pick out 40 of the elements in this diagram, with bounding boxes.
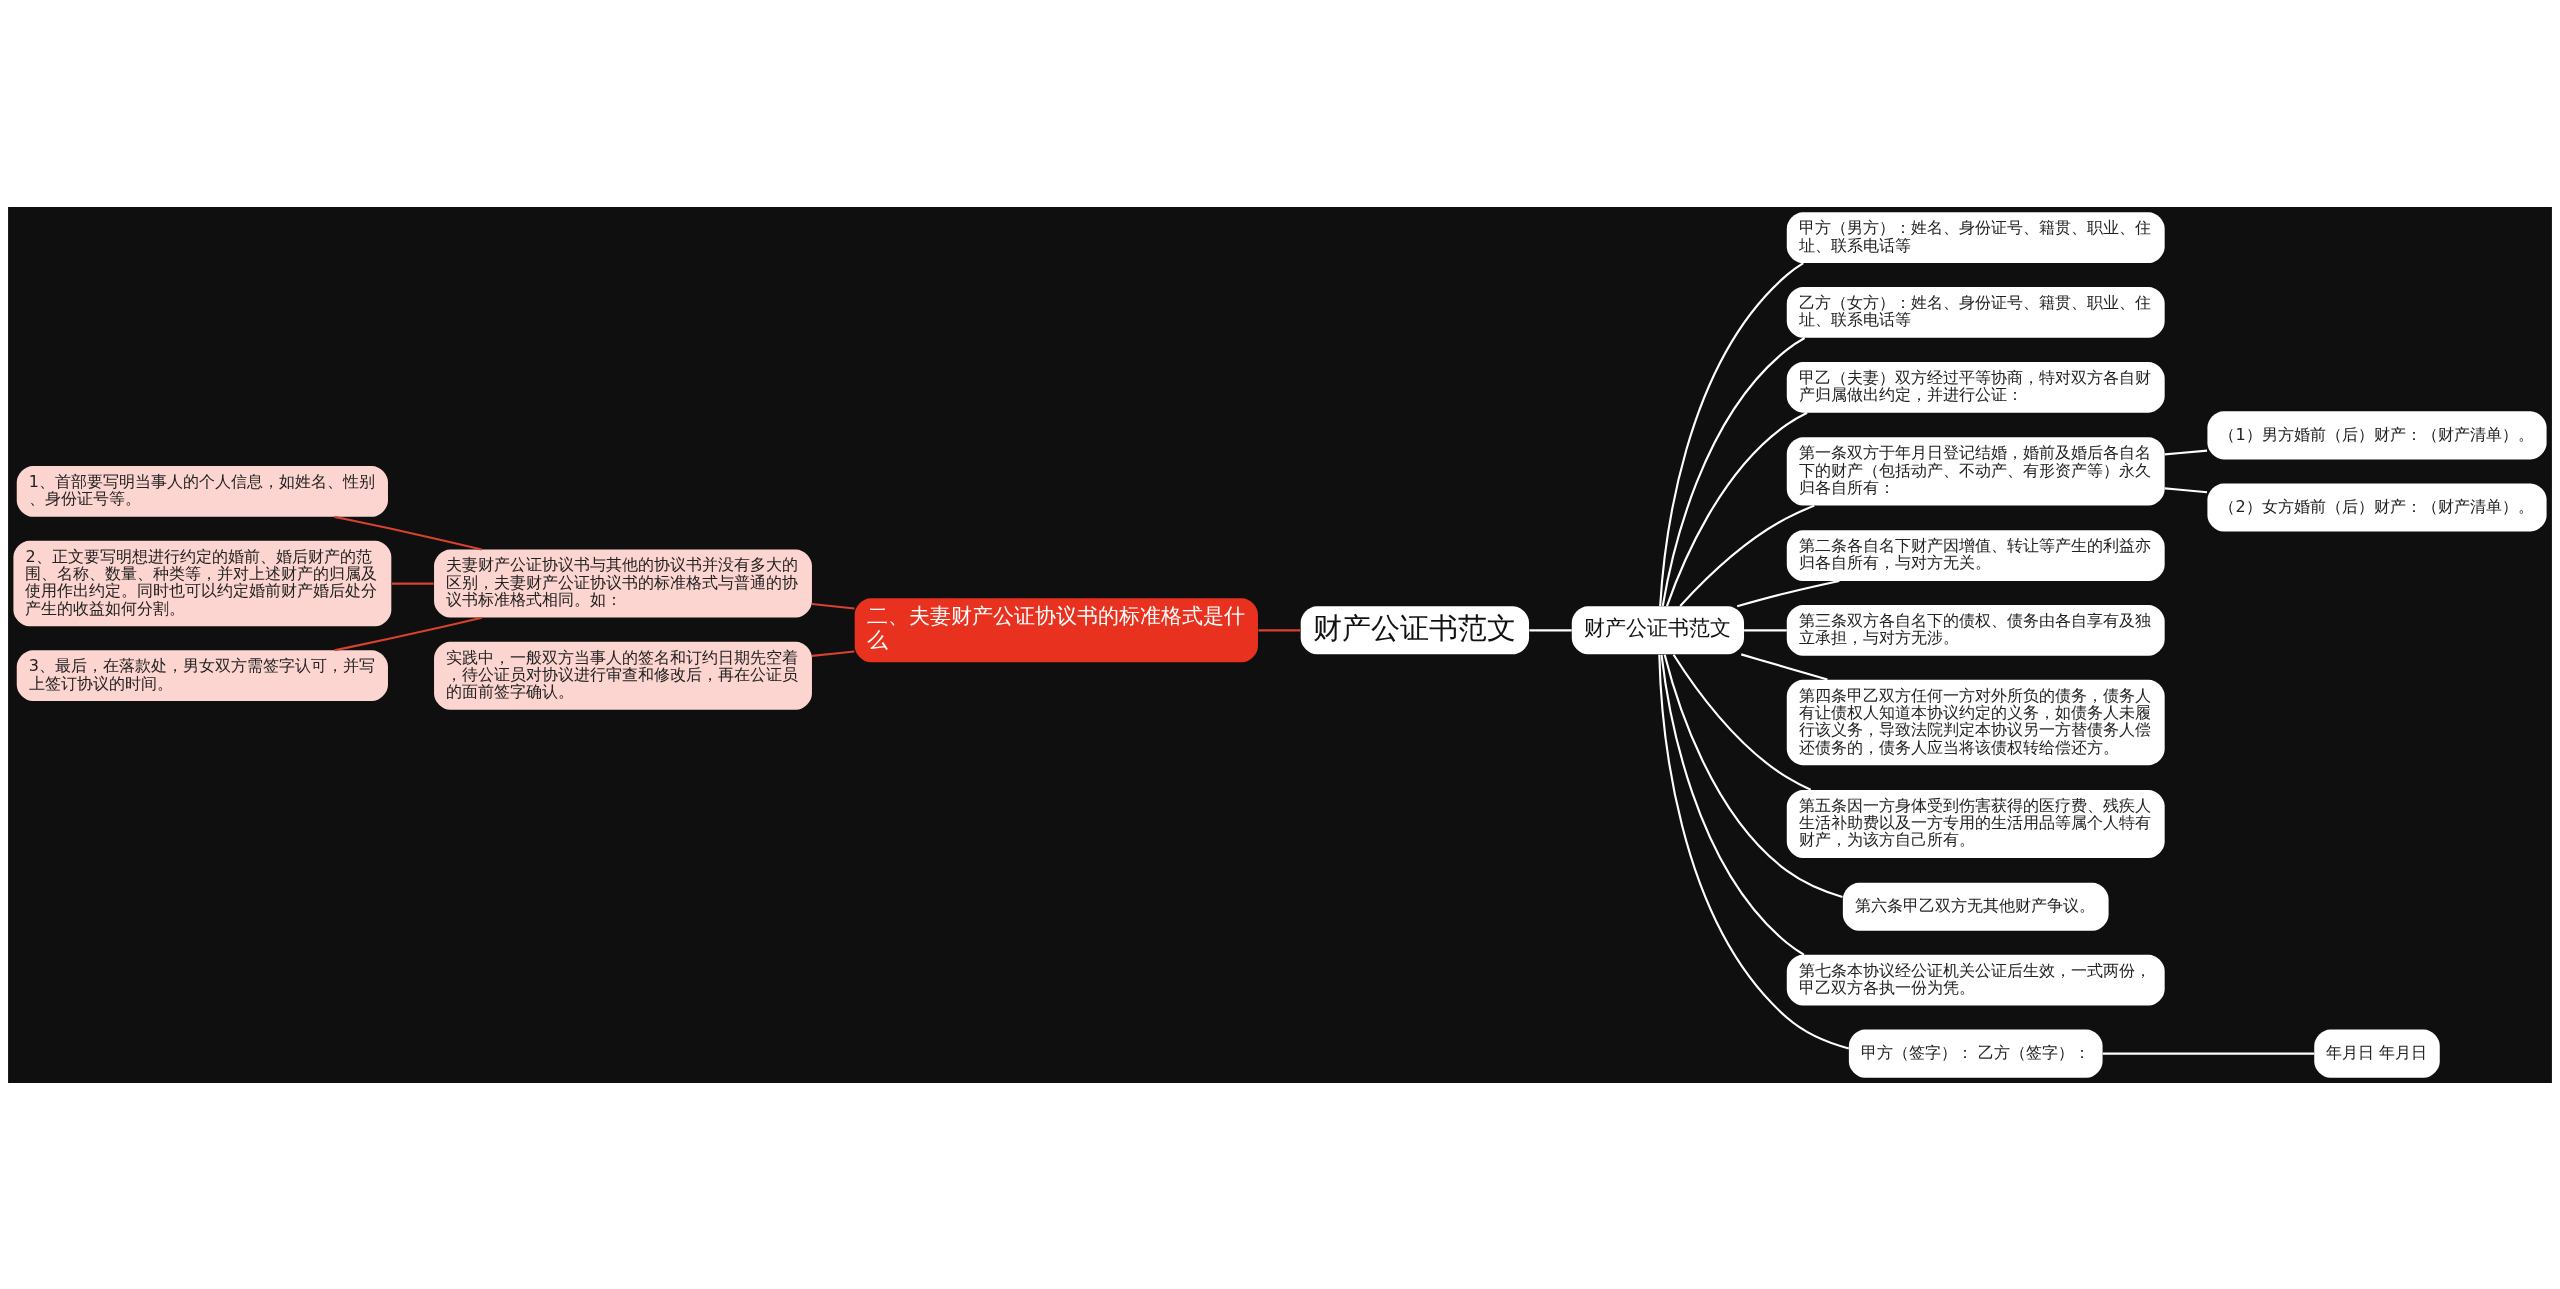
- node-box: 第六条甲乙双方无其他财产争议。: [1842, 882, 2109, 931]
- connector: [2102, 1052, 2315, 1055]
- connector: [1529, 628, 1572, 631]
- connector: [2164, 449, 2208, 455]
- node-box: 乙方（女方）：姓名、身份证号、籍贯、职业、住址、联系电话等: [1786, 286, 2165, 338]
- node-box: 甲乙（夫妻）双方经过平等协商，特对双方各自财产归属做出约定，并进行公证：: [1786, 361, 2165, 413]
- node-box: 第一条双方于年月日登记结婚，婚前及婚后各自名下的财产（包括动产、不动产、有形资产等）永久归各自所有：: [1786, 436, 2165, 505]
- node-box: 甲方（男方）：姓名、身份证号、籍贯、职业、住址、联系电话等: [1786, 211, 2165, 263]
- connector: [1258, 628, 1301, 631]
- connector: [1740, 652, 1828, 681]
- node-box: （1）男方婚前（后）财产：（财产清单）。: [2207, 410, 2547, 459]
- node-box: 年月日 年月日: [2314, 1029, 2440, 1078]
- connector: [1663, 653, 1843, 898]
- node-box: 第四条甲乙双方任何一方对外所负的债务，债务人有让债权人知道本协议约定的义务，如债务人未履行该义务，导致法院判定本协议另一方替债务人偿还债务的，债务人应当将该债权转给偿还方。: [1786, 679, 2165, 765]
- connector: [391, 582, 434, 585]
- connector: [811, 602, 855, 610]
- node-box: 3、最后，在落款处，男女双方需签字认可，并写上签订协议的时间。: [16, 649, 388, 701]
- node-box: 第三条双方各自名下的债权、债务由各自享有及独立承担，与对方无涉。: [1786, 604, 2165, 656]
- connector: [1672, 653, 1812, 791]
- connector: [1660, 654, 1805, 956]
- node-box: 财产公证书范文: [1571, 605, 1745, 654]
- node-box: 夫妻财产公证协议书与其他的协议书并没有多大的区别，夫妻财产公证协议书的标准格式与普通的协议书标准格式相同。如：: [434, 549, 812, 618]
- connector: [1659, 261, 1804, 606]
- connector: [1665, 411, 1808, 606]
- connector: [1679, 504, 1815, 607]
- connector: [1744, 628, 1787, 631]
- node-box: 第五条因一方身体受到伤害获得的医疗费、残疾人生活补助费以及一方专用的生活用品等属个人特有财产，为该方自己所有。: [1786, 789, 2165, 858]
- node-box: 二、夫妻财产公证协议书的标准格式是什么: [854, 597, 1258, 662]
- node-box: 甲方（签字）： 乙方（签字）：: [1848, 1029, 2103, 1078]
- node-box: 财产公证书范文: [1300, 605, 1530, 654]
- node-box: 第二条各自名下财产因增值、转让等产生的利益亦归各自所有，与对方无关。: [1786, 529, 2165, 581]
- connector: [811, 649, 855, 657]
- node-box: 实践中，一般双方当事人的签名和订约日期先空着，待公证员对协议进行审查和修改后，再在公证员的面前签字确认。: [434, 641, 812, 710]
- connector: [1658, 654, 1850, 1049]
- node-box: 1、首部要写明当事人的个人信息，如姓名、性别、身份证号等。: [16, 465, 388, 517]
- connector: [2164, 486, 2208, 493]
- node-box: （2）女方婚前（后）财产：（财产清单）。: [2207, 482, 2547, 531]
- node-box: 2、正文要写明想进行约定的婚前、婚后财产的范围、名称、数量、种类等，并对上述财产的归属及使用作出约定。同时也可以约定婚前财产婚后处分产生的收益如何分割。: [13, 540, 392, 626]
- node-box: 第七条本协议经公证机关公证后生效，一式两份，甲乙双方各执一份为凭。: [1786, 954, 2165, 1006]
- connector: [1661, 336, 1806, 606]
